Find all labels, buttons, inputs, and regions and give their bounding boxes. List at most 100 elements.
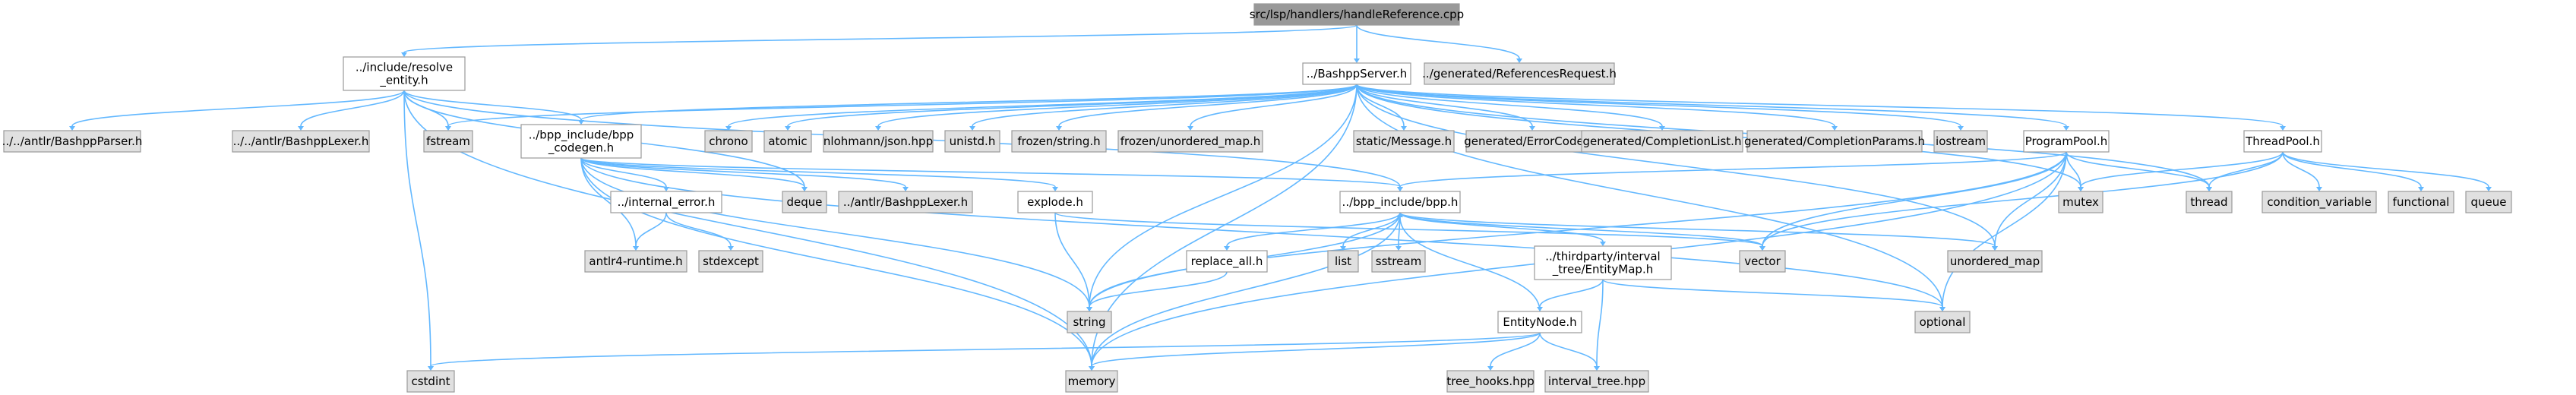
node-optional[interactable]: optional (1914, 311, 1971, 333)
edge-bpp_codegen-to-antlr_lexer (580, 157, 909, 191)
node-fstream[interactable]: fstream (423, 130, 473, 153)
node-completion-params[interactable]: generated/CompletionParams.h (1744, 130, 1925, 153)
node-bashpp-server[interactable]: ../BashppServer.h (1302, 62, 1411, 85)
edge-bashpp_server-to-frozen_string (1056, 84, 1358, 131)
node-box (406, 370, 455, 393)
edge-bpp_codegen-to-string (580, 157, 1092, 311)
node-box (2023, 130, 2110, 153)
node-box (1739, 250, 1786, 273)
node-static-message[interactable]: static/Message.h (1353, 130, 1455, 153)
node-root[interactable]: src/lsp/handlers/handleReference.cpp (1250, 3, 1464, 26)
node-mutex[interactable]: mutex (2058, 191, 2103, 213)
node-iostream[interactable]: iostream (1933, 130, 1988, 153)
node-explode[interactable]: explode.h (1017, 191, 1093, 213)
node-replace-all[interactable]: replace_all.h (1186, 250, 1268, 273)
node-label: atomic (768, 134, 807, 148)
node-resolve-entity[interactable]: ../include/resolve_entity.h (343, 56, 466, 91)
node-bpp[interactable]: ../bpp_include/bpp.h (1339, 191, 1461, 213)
edge-bashpp_server-to-completion_params (1356, 84, 1838, 131)
edge-bpp-to-entity_map (1399, 212, 1606, 246)
node-label: iostream (1936, 134, 1986, 148)
node-box (704, 130, 753, 153)
node-box (520, 124, 642, 159)
node-entity-node[interactable]: EntityNode.h (1497, 311, 1582, 333)
node-cstdint[interactable]: cstdint (406, 370, 455, 393)
node-label: frozen/unordered_map.h (1120, 134, 1261, 149)
node-unistd[interactable]: unistd.h (944, 130, 1000, 153)
node-stdexcept[interactable]: stdexcept (698, 250, 763, 273)
node-box (1327, 250, 1359, 273)
node-vector[interactable]: vector (1739, 250, 1786, 273)
node-box (1339, 191, 1461, 213)
node-label: condition_variable (2267, 195, 2371, 210)
node-program-pool[interactable]: ProgramPool.h (2023, 130, 2110, 153)
edge-entity_node-to-bpp (1397, 213, 1541, 312)
edge-thread_pool-to-queue (2282, 151, 2492, 191)
node-box (823, 130, 934, 153)
node-box (838, 191, 973, 213)
node-label: fstream (426, 134, 470, 148)
node-box (1067, 311, 1112, 333)
node-error-codes[interactable]: generated/ErrorCodes.h (1464, 130, 1601, 153)
edge-bashpp_server-to-json (875, 84, 1358, 131)
node-label: functional (2393, 195, 2450, 209)
edge-program_pool-to-string (1086, 151, 2067, 311)
node-memory[interactable]: memory (1065, 370, 1118, 393)
node-interval-tree[interactable]: interval_tree.hpp (1544, 370, 1649, 393)
node-box (1947, 250, 2043, 273)
node-box (2186, 191, 2233, 213)
node-thread[interactable]: thread (2186, 191, 2233, 213)
node-frozen-map[interactable]: frozen/unordered_map.h (1117, 130, 1263, 153)
node-queue[interactable]: queue (2465, 191, 2512, 213)
edge-resolve_entity-to-fstream (403, 90, 451, 131)
node-frozen-string[interactable]: frozen/string.h (1011, 130, 1107, 153)
node-tree-hooks[interactable]: tree_hooks.hpp (1446, 370, 1535, 393)
node-deque[interactable]: deque (782, 191, 827, 213)
node-antlr-lexer-up[interactable]: ../../antlr/BashppLexer.h (232, 130, 370, 153)
node-entity-map[interactable]: ../thirdparty/interval_tree/EntityMap.h (1534, 245, 1672, 280)
node-label: ../internal_error.h (618, 195, 716, 210)
node-box (2465, 191, 2512, 213)
node-box (3, 130, 141, 153)
node-json[interactable]: nlohmann/json.hpp (823, 130, 934, 153)
node-unordered-map[interactable]: unordered_map (1947, 250, 2043, 273)
node-sstream[interactable]: sstream (1371, 250, 1426, 273)
node-atomic[interactable]: atomic (763, 130, 812, 153)
edge-program_pool-to-vector (1759, 151, 2067, 251)
node-list[interactable]: list (1327, 250, 1359, 273)
edge-replace_all-to-string (1086, 271, 1228, 311)
node-label: unordered_map (1950, 254, 2040, 269)
node-box (1017, 191, 1093, 213)
node-thread-pool[interactable]: ThreadPool.h (2243, 130, 2322, 153)
node-internal-error[interactable]: ../internal_error.h (610, 191, 722, 213)
node-bpp-codegen[interactable]: ../bpp_include/bpp_codegen.h (520, 124, 642, 159)
node-label: generated/CompletionList.h (1583, 134, 1742, 148)
node-antlr-lexer[interactable]: ../antlr/BashppLexer.h (838, 191, 973, 213)
edge-bpp_codegen-to-explode (580, 157, 1058, 191)
node-label: deque (786, 195, 822, 209)
node-completion-list[interactable]: generated/CompletionList.h (1581, 130, 1743, 153)
node-box (1117, 130, 1263, 153)
node-references-request[interactable]: ../generated/ReferencesRequest.h (1422, 62, 1617, 85)
node-chrono[interactable]: chrono (704, 130, 753, 153)
node-box (2058, 191, 2103, 213)
node-label: _entity.h (379, 74, 428, 88)
node-label: static/Message.h (1356, 134, 1452, 148)
node-string[interactable]: string (1067, 311, 1112, 333)
node-condition-variable[interactable]: condition_variable (2262, 191, 2377, 213)
node-label: _tree/EntityMap.h (1552, 263, 1653, 277)
node-label: ../../antlr/BashppLexer.h (233, 134, 369, 148)
node-label: ../thirdparty/interval (1545, 250, 1660, 264)
edge-resolve_entity-to-bpp_codegen (403, 90, 584, 125)
edge-entity_node-to-tree_hooks (1487, 332, 1541, 371)
node-functional[interactable]: functional (2388, 191, 2454, 213)
node-antlr-runtime[interactable]: antlr4-runtime.h (584, 250, 687, 273)
node-label: optional (1920, 315, 1966, 329)
node-label: interval_tree.hpp (1548, 374, 1645, 389)
node-box (610, 191, 722, 213)
node-antlr-parser[interactable]: ../../antlr/BashppParser.h (2, 130, 143, 153)
node-label: src/lsp/handlers/handleReference.cpp (1250, 8, 1464, 21)
node-label: explode.h (1027, 195, 1083, 209)
edge-entity_node-to-memory (1089, 332, 1541, 371)
node-label: mutex (2062, 195, 2099, 209)
